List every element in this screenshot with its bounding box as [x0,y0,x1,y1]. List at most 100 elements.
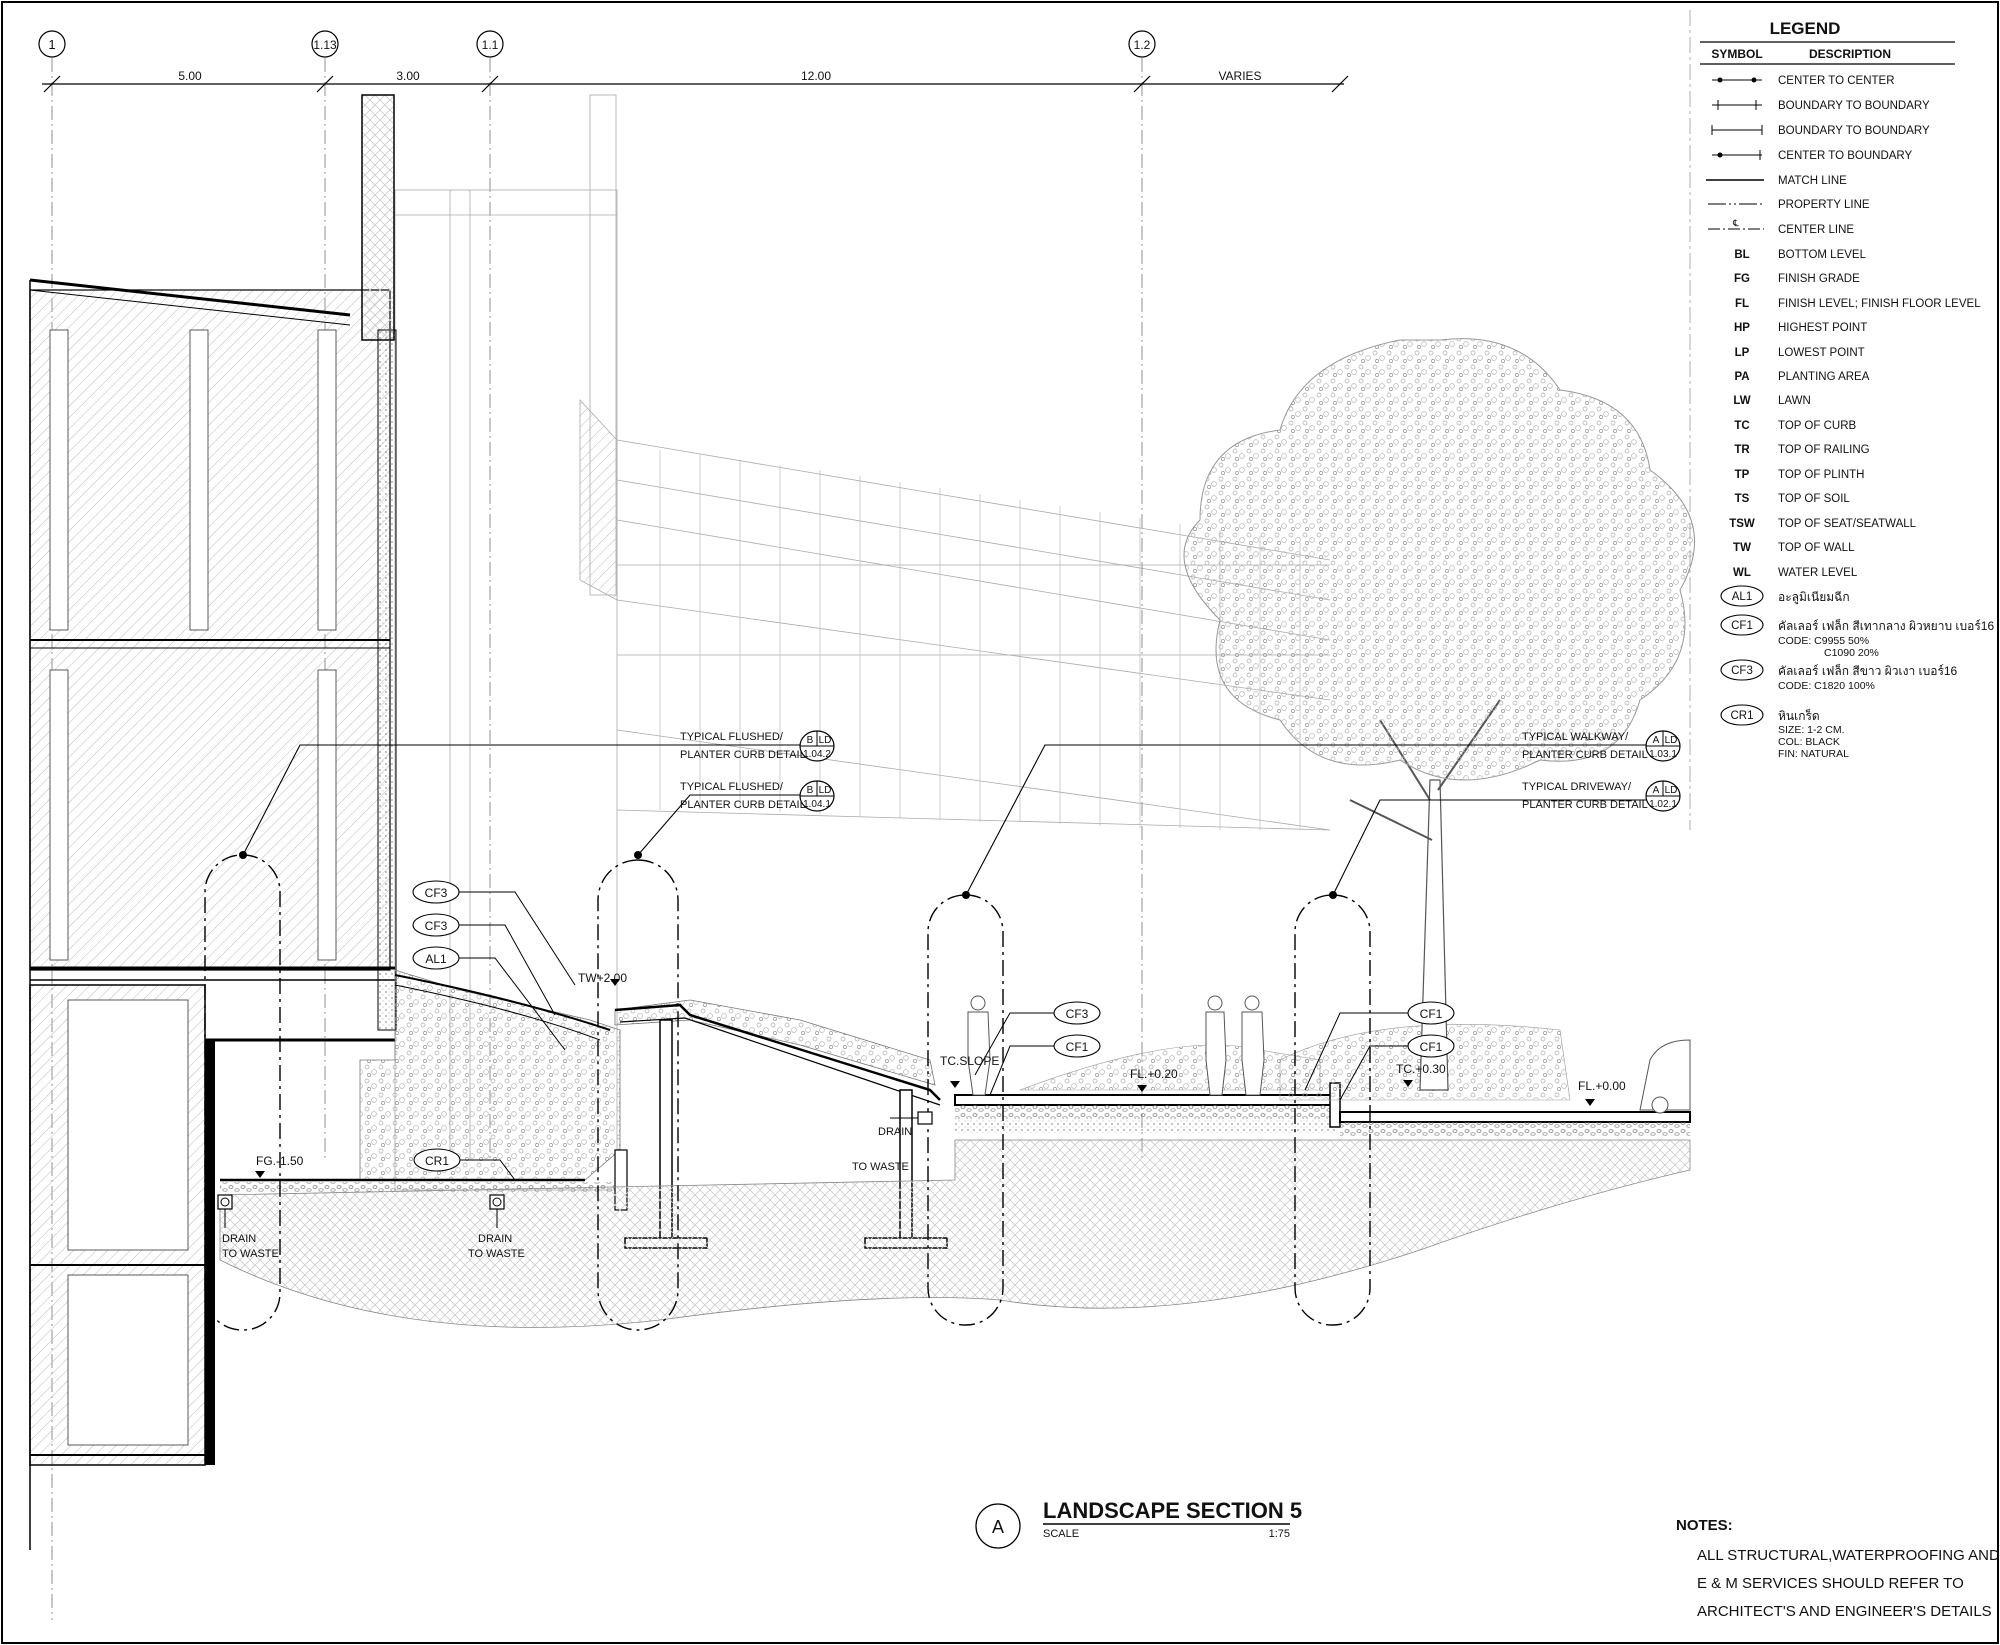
grid-marker-1-1: 1.1 [476,30,504,58]
tag-text: CF3 [425,886,448,900]
detail-sheet: LD [1665,735,1678,746]
tag-text: CF3 [425,919,448,933]
material-tag-cr1[interactable]: CR1 [413,1148,516,1181]
legend-description: HIGHEST POINT [1778,322,1867,334]
level-marker-fl-020: FL.+0.20 [1130,1067,1178,1092]
legend-tag: CR1 [1730,710,1753,722]
dimension-label: 5.00 [178,69,202,83]
legend-description: TOP OF RAILING [1778,444,1870,456]
material-tag-cf1-upper[interactable]: CF1 [1304,1001,1455,1091]
legend-tag: CF3 [1731,665,1753,677]
grid-marker-1-13: 1.13 [311,30,339,58]
legend-row: MATCH LINE [1706,175,1847,187]
detail-ref: 1.02.1 [1649,799,1677,810]
level-marker-fg: FG.-1.50 [255,1154,304,1178]
legend-symbol: TR [1734,444,1750,456]
callout-leaders [242,744,1680,896]
legend-description: BOUNDARY TO BOUNDARY [1778,125,1930,137]
section-letter: A [992,1517,1004,1537]
detail-callout-driveway[interactable]: TYPICAL DRIVEWAY/ PLANTER CURB DETAIL A … [1522,780,1681,812]
legend-symbol: TP [1735,469,1750,481]
legend-symbol: BL [1734,249,1749,261]
grid-marker-label: 1.2 [1134,38,1151,52]
legend-description: TOP OF CURB [1778,420,1856,432]
building-section [29,94,397,1550]
detail-callout-walkway[interactable]: TYPICAL WALKWAY/ PLANTER CURB DETAIL A L… [1522,730,1681,762]
callout-label: TYPICAL FLUSHED/ [680,781,784,793]
detail-letter: B [807,735,814,746]
tag-text: CF1 [1420,1007,1443,1021]
tag-text: CF1 [1066,1040,1089,1054]
tag-text: CF1 [1420,1040,1443,1054]
legend-description: PROPERTY LINE [1778,199,1870,211]
drain-ramp: DRAIN TO WASTE [852,1111,933,1173]
drain-label: TO WASTE [468,1248,525,1260]
tree [1183,338,1695,1091]
legend-description: LAWN [1778,395,1811,407]
drain-center: DRAIN TO WASTE [468,1194,525,1260]
legend-title: LEGEND [1770,19,1841,38]
tag-text: AL1 [425,952,447,966]
legend-col-symbol: SYMBOL [1711,47,1762,61]
legend-description: TOP OF PLINTH [1778,469,1864,481]
grid-marker-1: 1 [38,30,66,58]
level-label: FL.+0.00 [1578,1079,1626,1093]
detail-callout-flushed-1[interactable]: TYPICAL FLUSHED/ PLANTER CURB DETAIL B L… [680,730,835,762]
legend-material-line: FIN: NATURAL [1778,748,1849,760]
legend-material-line: อะลูมิเนียมฉีก [1778,590,1850,605]
notes-line: ARCHITECT'S AND ENGINEER'S DETAILS [1697,1603,1992,1620]
legend-row: PROPERTY LINE [1708,199,1870,211]
legend-material-line: CODE: C9955 50% [1778,635,1869,647]
callout-label: TYPICAL WALKWAY/ [1522,731,1629,743]
legend-abbrev-rows: BL BOTTOM LEVEL FG FINISH GRADE FL FINIS… [1729,249,1981,579]
detail-sheet: LD [819,735,832,746]
tag-text: CR1 [425,1154,449,1168]
detail-sheet: LD [1665,785,1678,796]
callout-label: TYPICAL DRIVEWAY/ [1522,781,1632,793]
material-tag-al1[interactable]: AL1 [412,946,566,1051]
material-tag-cf1-lower[interactable]: CF1 [1339,1034,1455,1101]
legend-description: MATCH LINE [1778,175,1847,187]
drain-left: DRAIN TO WASTE [217,1194,279,1260]
legend-symbol: FL [1735,298,1749,310]
legend-material-al1: AL1 อะลูมิเนียมฉีก [1720,585,1850,607]
material-tag-cf3-upper[interactable]: CF3 [412,880,576,986]
grid-marker-label: 1 [48,37,55,52]
legend-symbol: WL [1733,567,1751,579]
dimension-string [42,75,1349,93]
dimension-label: VARIES [1218,69,1261,83]
legend-symbol: LW [1733,395,1750,407]
drain-label: TO WASTE [222,1248,279,1260]
callout-label: PLANTER CURB DETAIL [680,799,806,811]
callout-label: PLANTER CURB DETAIL [1522,749,1648,761]
legend-description: TOP OF WALL [1778,542,1855,554]
legend-row: BOUNDARY TO BOUNDARY [1712,100,1930,112]
material-tag-cf3-slope[interactable]: CF3 [974,1001,1101,1076]
level-label: FG.-1.50 [256,1154,304,1168]
level-marker-tc-030: TC.+0.30 [1396,1062,1446,1087]
person-figure [1241,995,1265,1096]
detail-ref: 1.04.2 [803,749,831,760]
material-tag-cf1-walk[interactable]: CF1 [989,1034,1101,1096]
dimension-label: 12.00 [801,69,831,83]
person-figure [1205,995,1227,1096]
legend-description: TOP OF SOIL [1778,493,1850,505]
legend-row: CENTER TO CENTER [1712,75,1895,87]
legend-material-line: คัลเลอร์ เฟล็ก สีเทากลาง ผิวหยาบ เบอร์16 [1778,618,1994,633]
legend-symbol: HP [1734,322,1750,334]
facade-mullions [659,450,1301,830]
detail-callout-flushed-2[interactable]: TYPICAL FLUSHED/ PLANTER CURB DETAIL B L… [680,780,835,812]
material-tag-cf3-lower[interactable]: CF3 [412,913,556,1016]
legend-tag: AL1 [1732,591,1752,603]
legend-material-cf1: CF1 คัลเลอร์ เฟล็ก สีเทากลาง ผิวหยาบ เบอ… [1720,614,1994,659]
legend-description: LOWEST POINT [1778,347,1865,359]
callout-label: TYPICAL FLUSHED/ [680,731,784,743]
section-title: LANDSCAPE SECTION 5 [1043,1498,1302,1523]
level-label: TC.SLOPE [940,1054,999,1068]
human-figures [967,995,1265,1096]
legend-symbol: LP [1735,347,1750,359]
legend-material-cf3: CF3 คัลเลอร์ เฟล็ก สีขาว ผิวเงา เบอร์16 … [1720,659,1958,692]
tag-text: CF3 [1066,1007,1089,1021]
